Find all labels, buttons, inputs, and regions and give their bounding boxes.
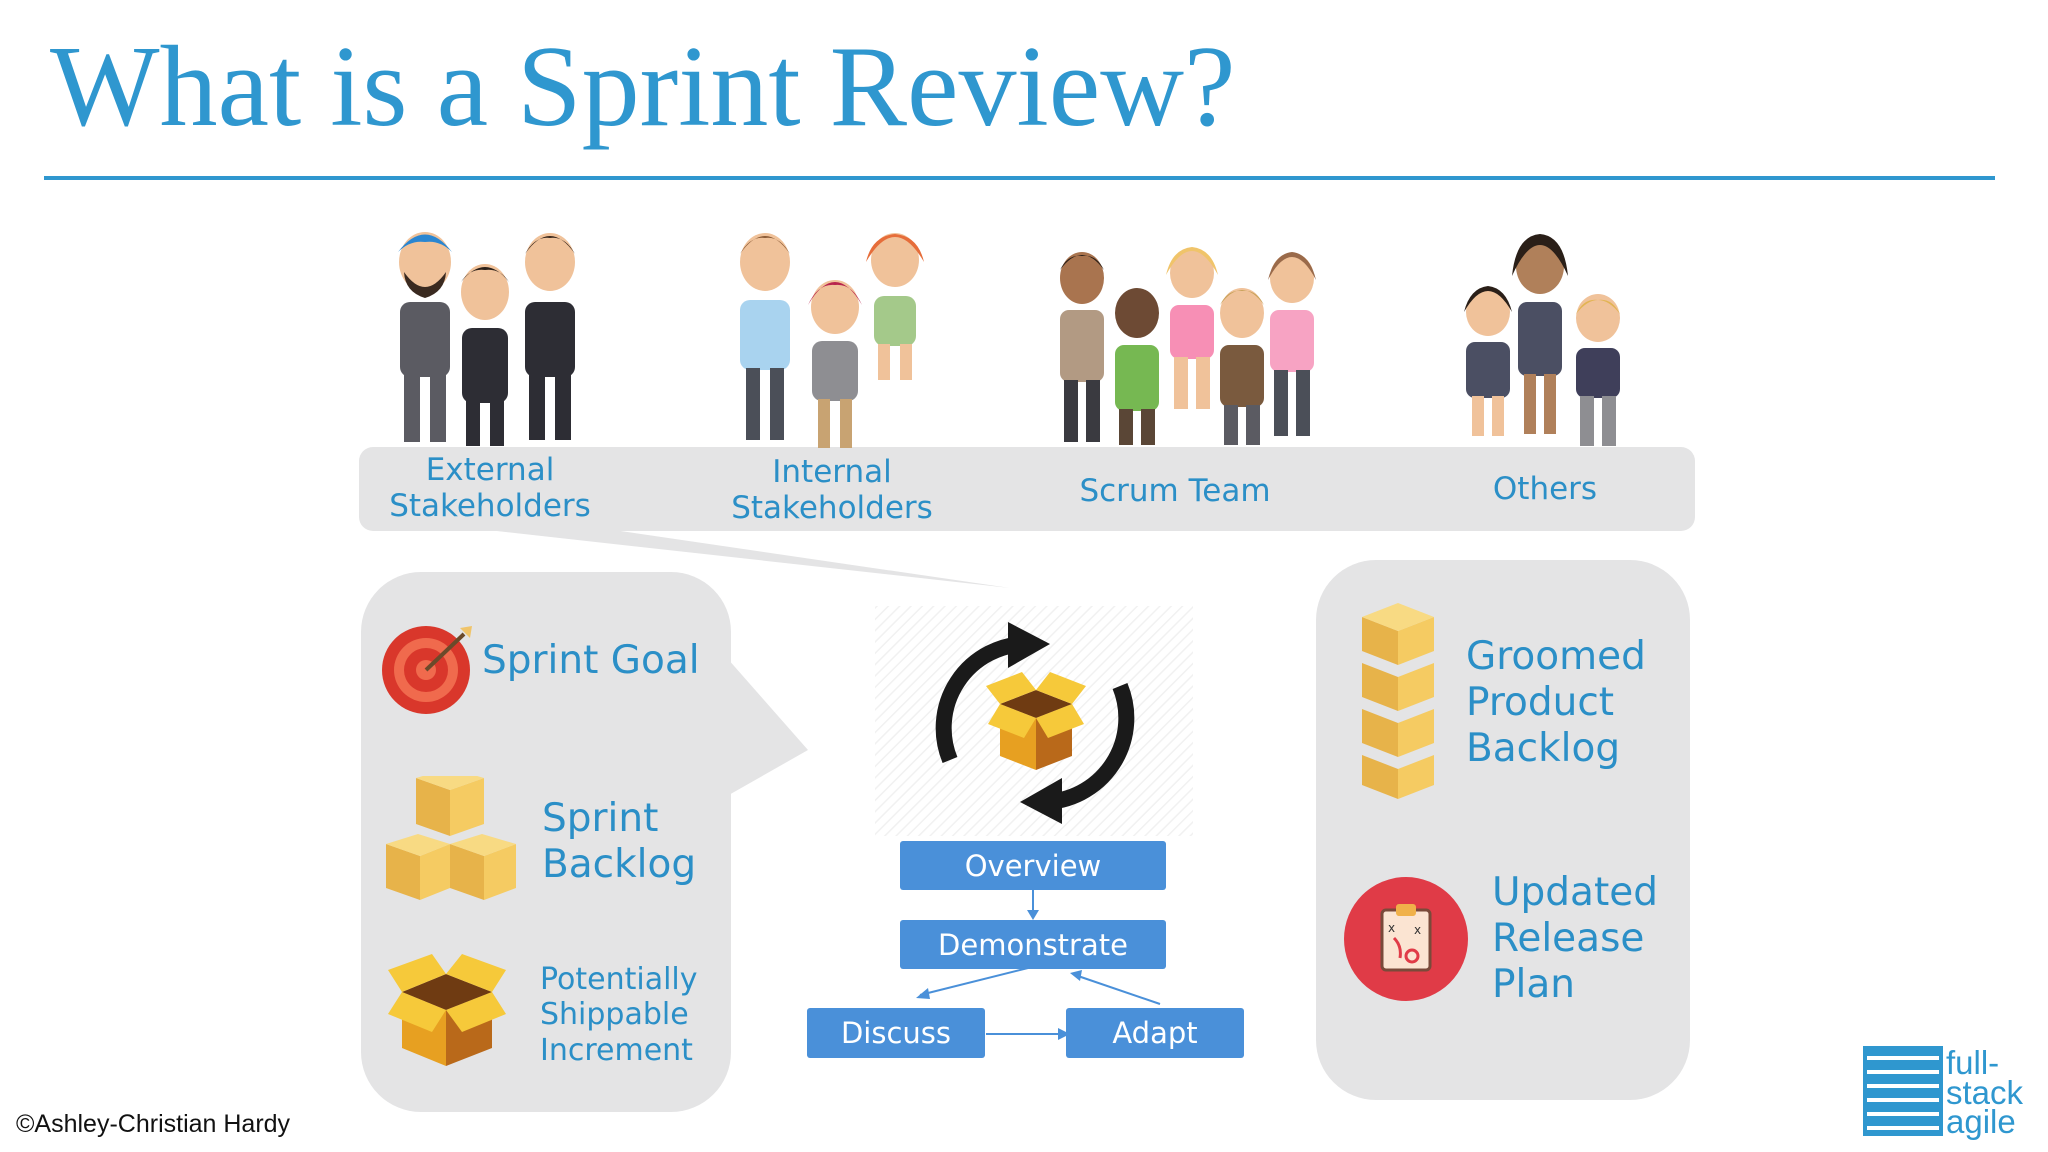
scrum-team-people-icon bbox=[1060, 247, 1316, 445]
sprint-goal-label: Sprint Goal bbox=[482, 638, 700, 683]
title-divider bbox=[44, 176, 1995, 180]
internal-stakeholders-label: Internal Stakeholders bbox=[731, 454, 933, 526]
target-icon bbox=[382, 626, 472, 714]
audience-strip bbox=[359, 447, 1695, 531]
svg-text:x: x bbox=[1414, 923, 1421, 937]
release-plan-clipboard-icon: x x bbox=[1344, 877, 1468, 1001]
sprint-cycle-icon bbox=[935, 622, 1135, 824]
external-stakeholders-people-icon bbox=[398, 232, 575, 446]
others-people-icon bbox=[1464, 234, 1620, 446]
audience-strip-tail bbox=[470, 528, 1010, 588]
demonstrate-step: Demonstrate bbox=[900, 920, 1166, 969]
copyright-notice: ©Ashley-Christian Hardy bbox=[16, 1110, 291, 1138]
groomed-product-backlog-label: Groomed Product Backlog bbox=[1466, 634, 1646, 772]
increment-label: Potentially Shippable Increment bbox=[540, 962, 698, 1068]
sprint-backlog-label: Sprint Backlog bbox=[542, 796, 697, 888]
internal-stakeholders-people-icon bbox=[740, 233, 924, 448]
overview-step: Overview bbox=[900, 841, 1166, 890]
inputs-panel-tail bbox=[720, 650, 808, 800]
scrum-team-label: Scrum Team bbox=[1079, 473, 1271, 509]
full-stack-agile-logo-icon bbox=[1863, 1046, 1943, 1136]
svg-text:x: x bbox=[1388, 921, 1395, 935]
logo-text: full- stack agile bbox=[1946, 1044, 2024, 1141]
page-title: What is a Sprint Review? bbox=[50, 23, 1236, 151]
discuss-step: Discuss bbox=[807, 1008, 985, 1058]
external-stakeholders-label: External Stakeholders bbox=[389, 452, 591, 524]
copyright-icon: © bbox=[16, 1110, 35, 1138]
others-label: Others bbox=[1492, 471, 1598, 507]
adapt-step: Adapt bbox=[1066, 1008, 1244, 1058]
product-backlog-boxes-icon bbox=[1362, 603, 1434, 799]
updated-release-plan-label: Updated Release Plan bbox=[1492, 870, 1658, 1008]
increment-box-icon bbox=[388, 954, 506, 1066]
sprint-backlog-boxes-icon bbox=[386, 776, 516, 900]
